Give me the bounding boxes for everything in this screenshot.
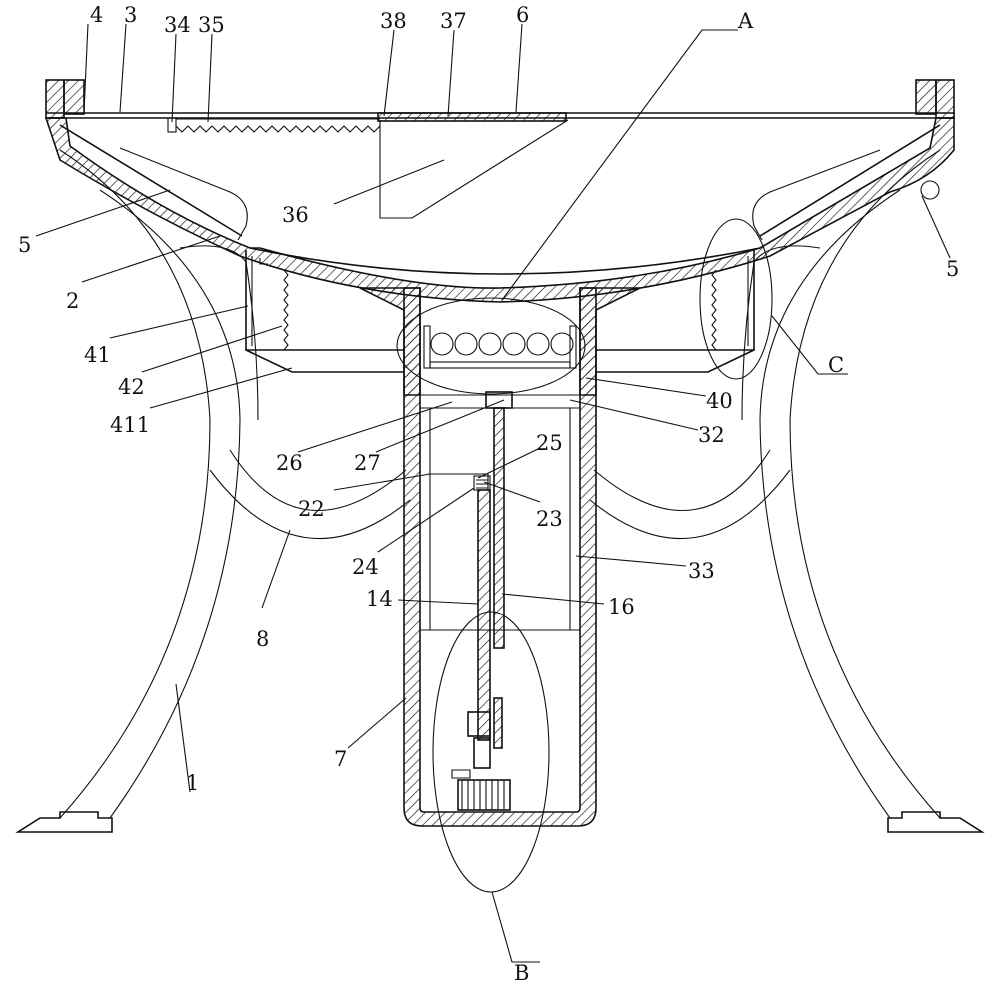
label-4: 4	[90, 3, 103, 27]
label-411: 411	[110, 413, 150, 437]
left-leg	[15, 149, 259, 833]
label-A: A	[737, 9, 754, 33]
hopper-bowl	[44, 117, 955, 303]
label-36: 36	[282, 203, 309, 227]
label-5-right: 5	[946, 257, 959, 281]
label-26: 26	[276, 451, 303, 475]
leader-lines	[35, 23, 951, 963]
side-guards	[119, 147, 940, 241]
label-32: 32	[698, 423, 725, 447]
label-35: 35	[198, 13, 225, 37]
slide-block	[379, 119, 569, 219]
right-leg	[741, 149, 985, 833]
detail-circles	[396, 218, 773, 893]
label-23: 23	[536, 507, 563, 531]
screw-shaft	[428, 407, 505, 741]
label-2: 2	[66, 289, 79, 313]
label-27: 27	[354, 451, 381, 475]
motor-assembly	[451, 697, 511, 811]
label-37: 37	[440, 9, 467, 33]
label-24: 24	[352, 555, 379, 579]
label-B: B	[514, 961, 529, 985]
label-41: 41	[84, 343, 111, 367]
ball-row	[423, 325, 577, 409]
label-8: 8	[256, 627, 269, 651]
top-plate	[45, 79, 955, 122]
label-34: 34	[164, 13, 191, 37]
label-7: 7	[334, 747, 347, 771]
label-3: 3	[124, 3, 137, 27]
label-14: 14	[366, 587, 393, 611]
label-6: 6	[516, 3, 529, 27]
label-5-left: 5	[18, 233, 31, 257]
label-C: C	[828, 353, 844, 377]
side-boxes	[245, 250, 755, 373]
label-25: 25	[536, 431, 563, 455]
label-33: 33	[688, 559, 715, 583]
central-column	[359, 287, 641, 827]
label-16: 16	[608, 595, 635, 619]
label-22: 22	[298, 497, 325, 521]
label-40: 40	[706, 389, 733, 413]
label-42: 42	[118, 375, 145, 399]
label-1: 1	[186, 771, 199, 795]
rack-teeth	[167, 117, 381, 133]
label-38: 38	[380, 9, 407, 33]
lower-arcs	[209, 449, 791, 540]
part-labels: 4 3 34 35 38 37 6 A 5 36 5 2 C 41 42 411…	[18, 3, 959, 985]
